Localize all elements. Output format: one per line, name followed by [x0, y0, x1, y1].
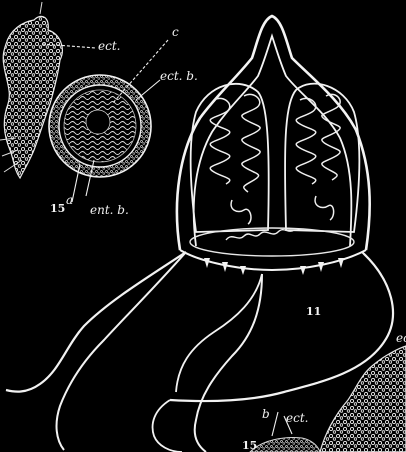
- bell-outer-outline: [177, 16, 370, 250]
- label-ent-b: ent. b.: [90, 204, 129, 216]
- figure-number-11: 11: [306, 306, 321, 317]
- marginal-bulbs: [204, 258, 344, 275]
- central-cavity: [86, 110, 110, 134]
- label-a: a: [66, 194, 73, 206]
- right-gonad-folds: [296, 94, 340, 220]
- tissue-fragment-lower: [250, 438, 320, 452]
- label-ec-edge: ec: [396, 332, 406, 344]
- label-c: c: [172, 26, 179, 38]
- label-b: b: [262, 408, 270, 420]
- figure-15b-tissue: [250, 346, 406, 452]
- label-ect-top: ect.: [98, 40, 120, 52]
- figure-number-15: 15: [50, 203, 65, 214]
- figure-15-section: [0, 2, 168, 202]
- label-ect-b: ect. b.: [160, 70, 198, 82]
- bell-inner-outline: [194, 36, 352, 246]
- ectoderm-tissue-mass: [3, 16, 62, 178]
- figure-number-15b: 15: [242, 440, 257, 451]
- label-ect-bottom: ect.: [286, 412, 308, 424]
- right-gonad-sac: [285, 84, 359, 232]
- velum-disc: [190, 228, 354, 256]
- figure-11-medusa: [6, 16, 393, 452]
- left-gonad-folds: [210, 94, 260, 224]
